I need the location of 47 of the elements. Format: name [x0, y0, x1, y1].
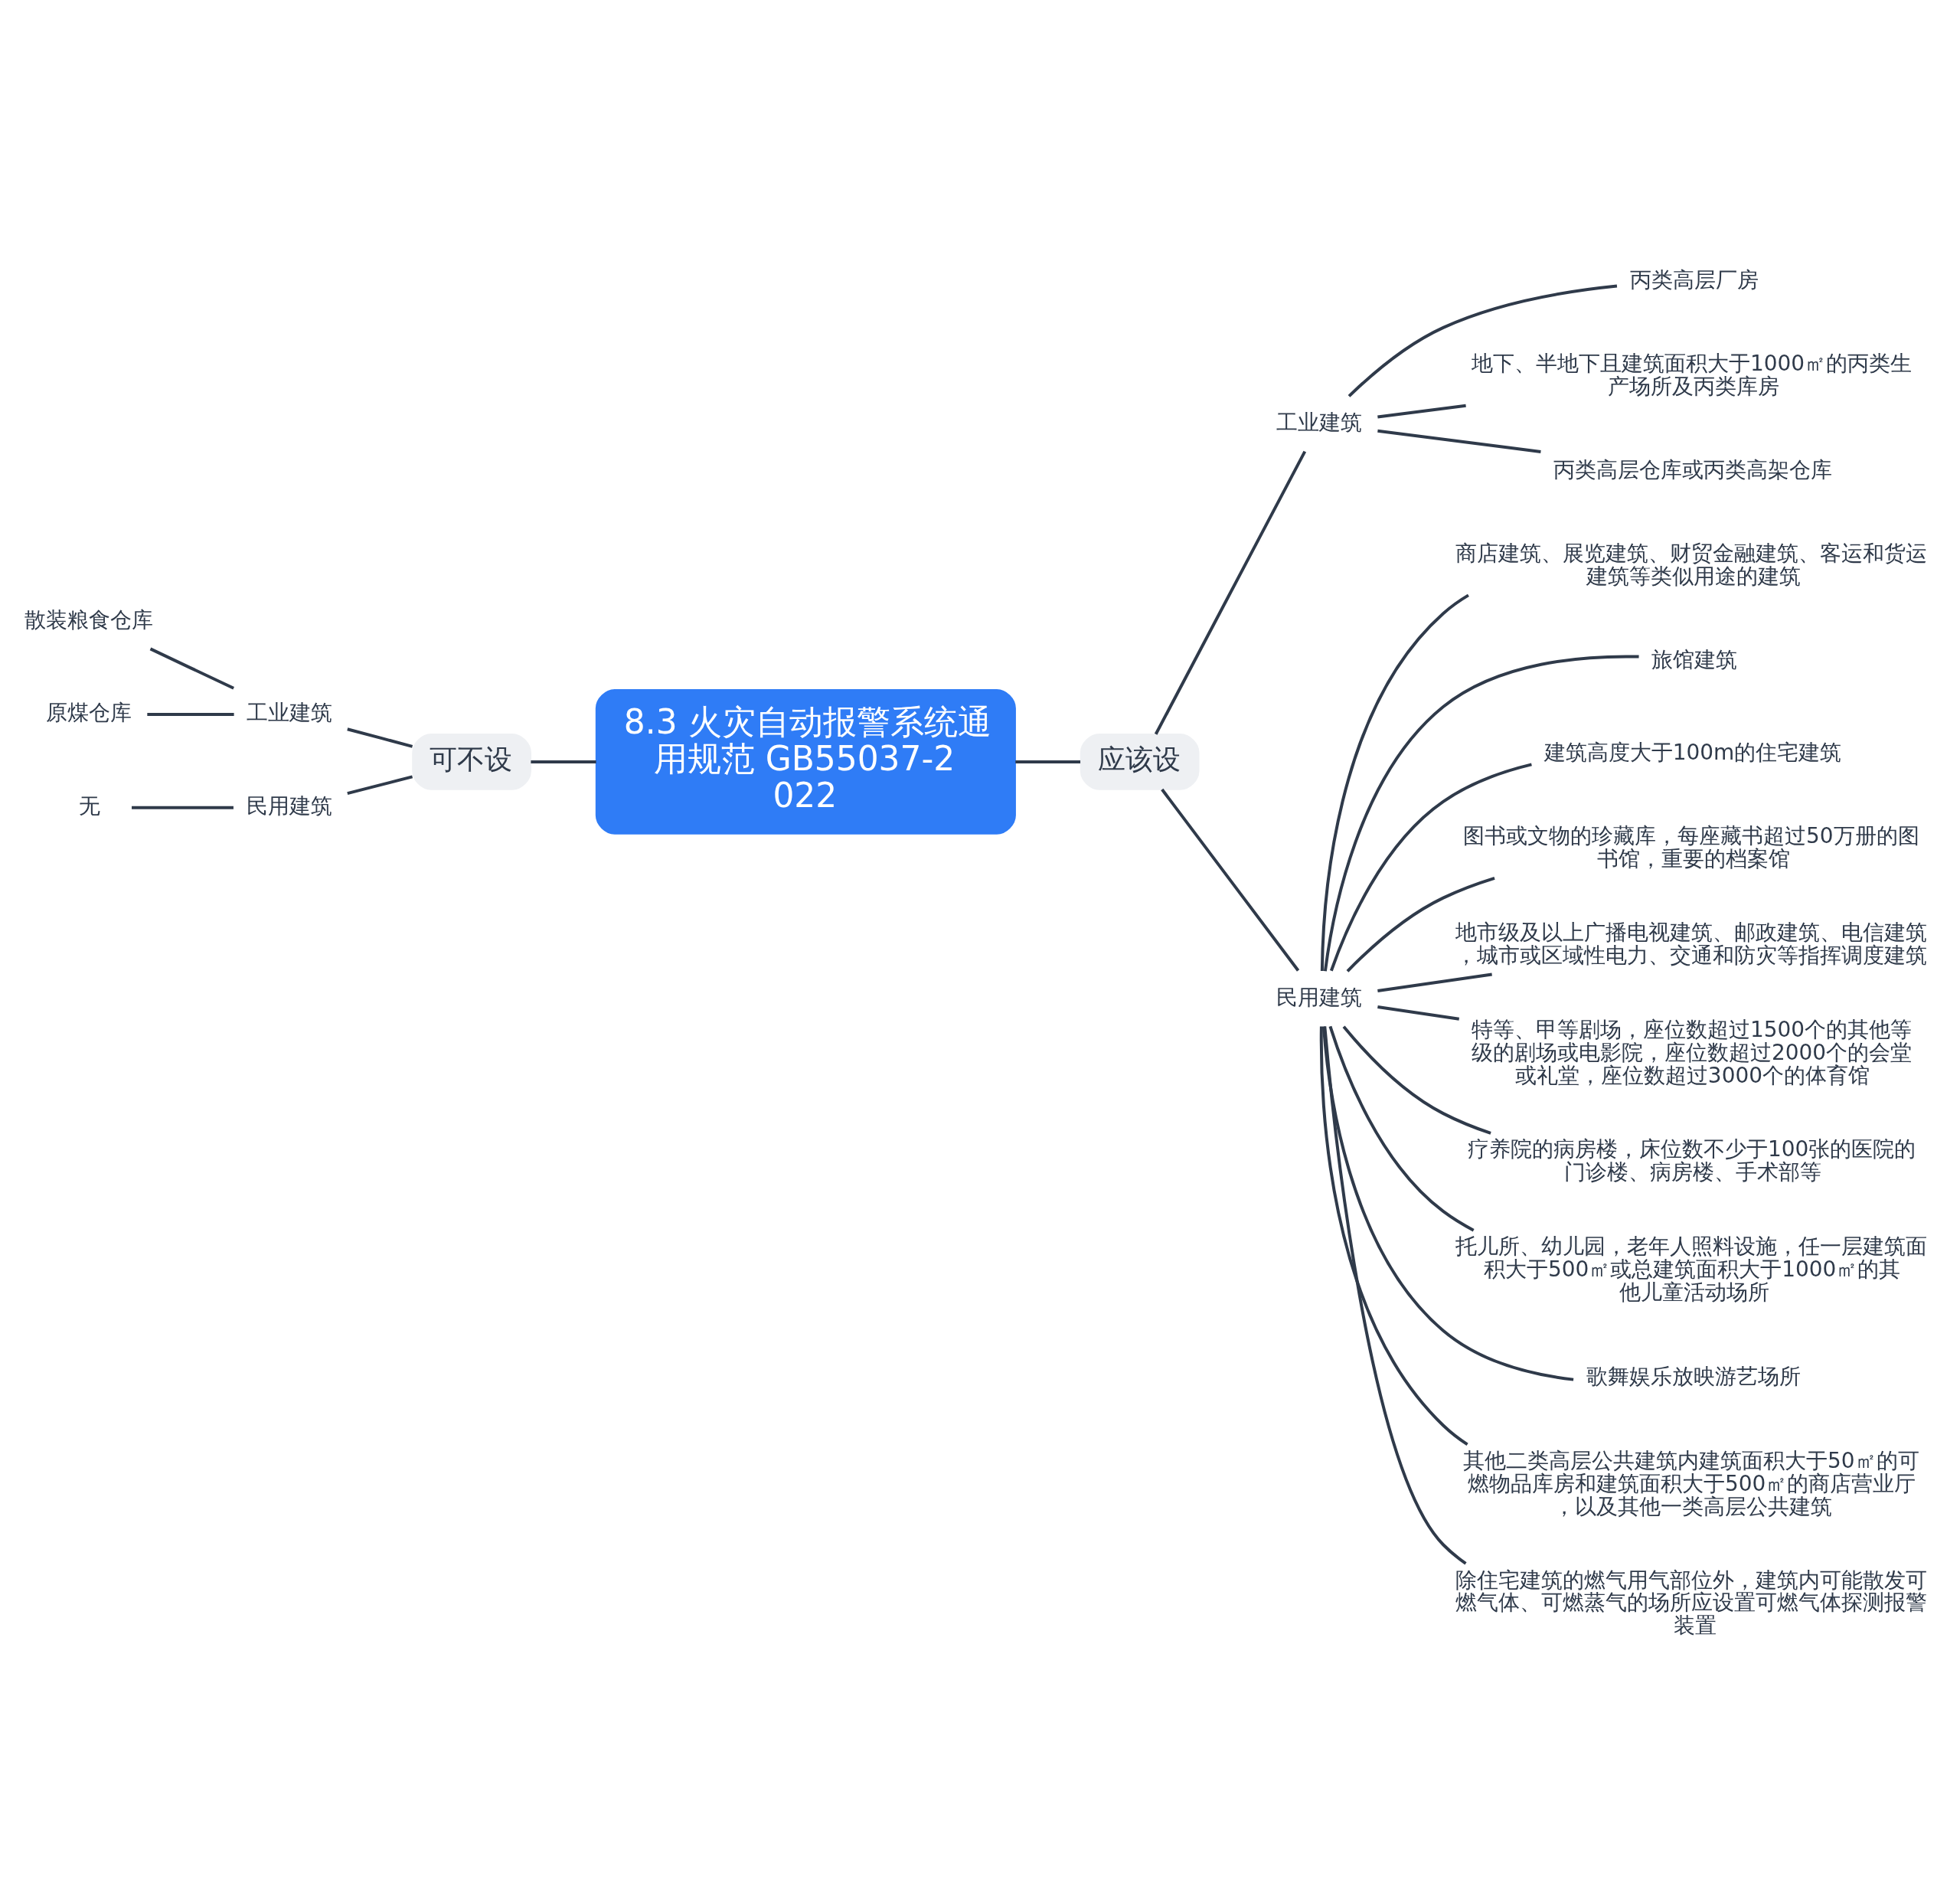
connector: [132, 806, 234, 809]
connector: [1377, 972, 1492, 992]
connector: [1377, 1005, 1460, 1021]
connector: [531, 760, 596, 763]
connector: [1323, 1026, 1467, 1565]
node-box: 应该设: [1080, 733, 1200, 790]
node-text: 原煤仓库: [46, 700, 132, 726]
connector: [149, 647, 234, 690]
node-text: 地市级及以上广播电视建筑、邮政建筑、电信建筑，城市或区域性电力、交通和防灾等指挥调度建筑: [1455, 919, 1927, 968]
connector: [1154, 450, 1307, 735]
node-text: 旅馆建筑: [1651, 646, 1737, 672]
connector: [1321, 1026, 1574, 1381]
connector: [1323, 655, 1639, 972]
connector: [347, 775, 413, 796]
connector: [1377, 404, 1466, 419]
node-text: 工业建筑: [246, 700, 332, 726]
node-text: 图书或文物的珍藏库，每座藏书超过50万册的图书馆，重要的档案馆: [1462, 823, 1919, 872]
node-text: 无: [78, 793, 100, 819]
node-text: 民用建筑: [246, 793, 332, 819]
node-text: 丙类高层厂房: [1629, 267, 1759, 293]
connector: [1161, 788, 1300, 972]
node-box: 8.3 火灾自动报警系统通用规范 GB55037-2022: [595, 689, 1016, 835]
node-text: 特等、甲等剧场，座位数超过1500个的其他等级的剧场或电影院，座位数超过2000个的会堂或礼堂，座位数超过3000个的体育馆: [1471, 1016, 1913, 1088]
node-text: 民用建筑: [1276, 984, 1363, 1010]
node-text: 除住宅建筑的燃气用气部位外，建筑内可能散发可燃气体、可燃蒸气的场所应设置可燃气体探测报警装置: [1455, 1567, 1927, 1639]
node-text: 丙类高层仓库或丙类高架仓库: [1553, 456, 1832, 482]
connector: [147, 713, 234, 716]
connector: [1015, 760, 1081, 763]
node-text: 歌舞娱乐放映游艺场所: [1586, 1363, 1801, 1389]
node-text: 商店建筑、展览建筑、财贸金融建筑、客运和货运建筑等类似用途的建筑: [1455, 540, 1927, 589]
connector: [347, 727, 413, 748]
node-text: 其他二类高层公共建筑内建筑面积大于50㎡的可燃物品库房和建筑面积大于500㎡的商店营业厅，以及其他一类高层公共建筑: [1462, 1447, 1919, 1519]
connector: [1328, 1025, 1475, 1232]
connector: [1342, 1025, 1491, 1135]
connector: [1320, 593, 1469, 971]
node-text: 疗养院的病房楼，床位数不少于100张的医院的门诊楼、病房楼、手术部等: [1467, 1136, 1916, 1185]
node-text: 托儿所、幼儿园，老年人照料设施，任一层建筑面积大于500㎡或总建筑面积大于1000㎡的其他儿童活动场所: [1455, 1234, 1927, 1306]
node-box: 可不设: [412, 733, 531, 790]
node-text: 散装粮食仓库: [24, 606, 154, 632]
connector: [1377, 429, 1541, 453]
node-text: 地下、半地下且建筑面积大于1000㎡的丙类生产场所及丙类库房: [1471, 351, 1913, 400]
node-text: 建筑高度大于100m的住宅建筑: [1544, 740, 1842, 766]
connector: [1346, 876, 1495, 972]
connector: [1348, 284, 1618, 397]
node-text: 工业建筑: [1276, 410, 1363, 436]
connector: [1329, 763, 1532, 972]
connector: [1319, 1026, 1468, 1446]
